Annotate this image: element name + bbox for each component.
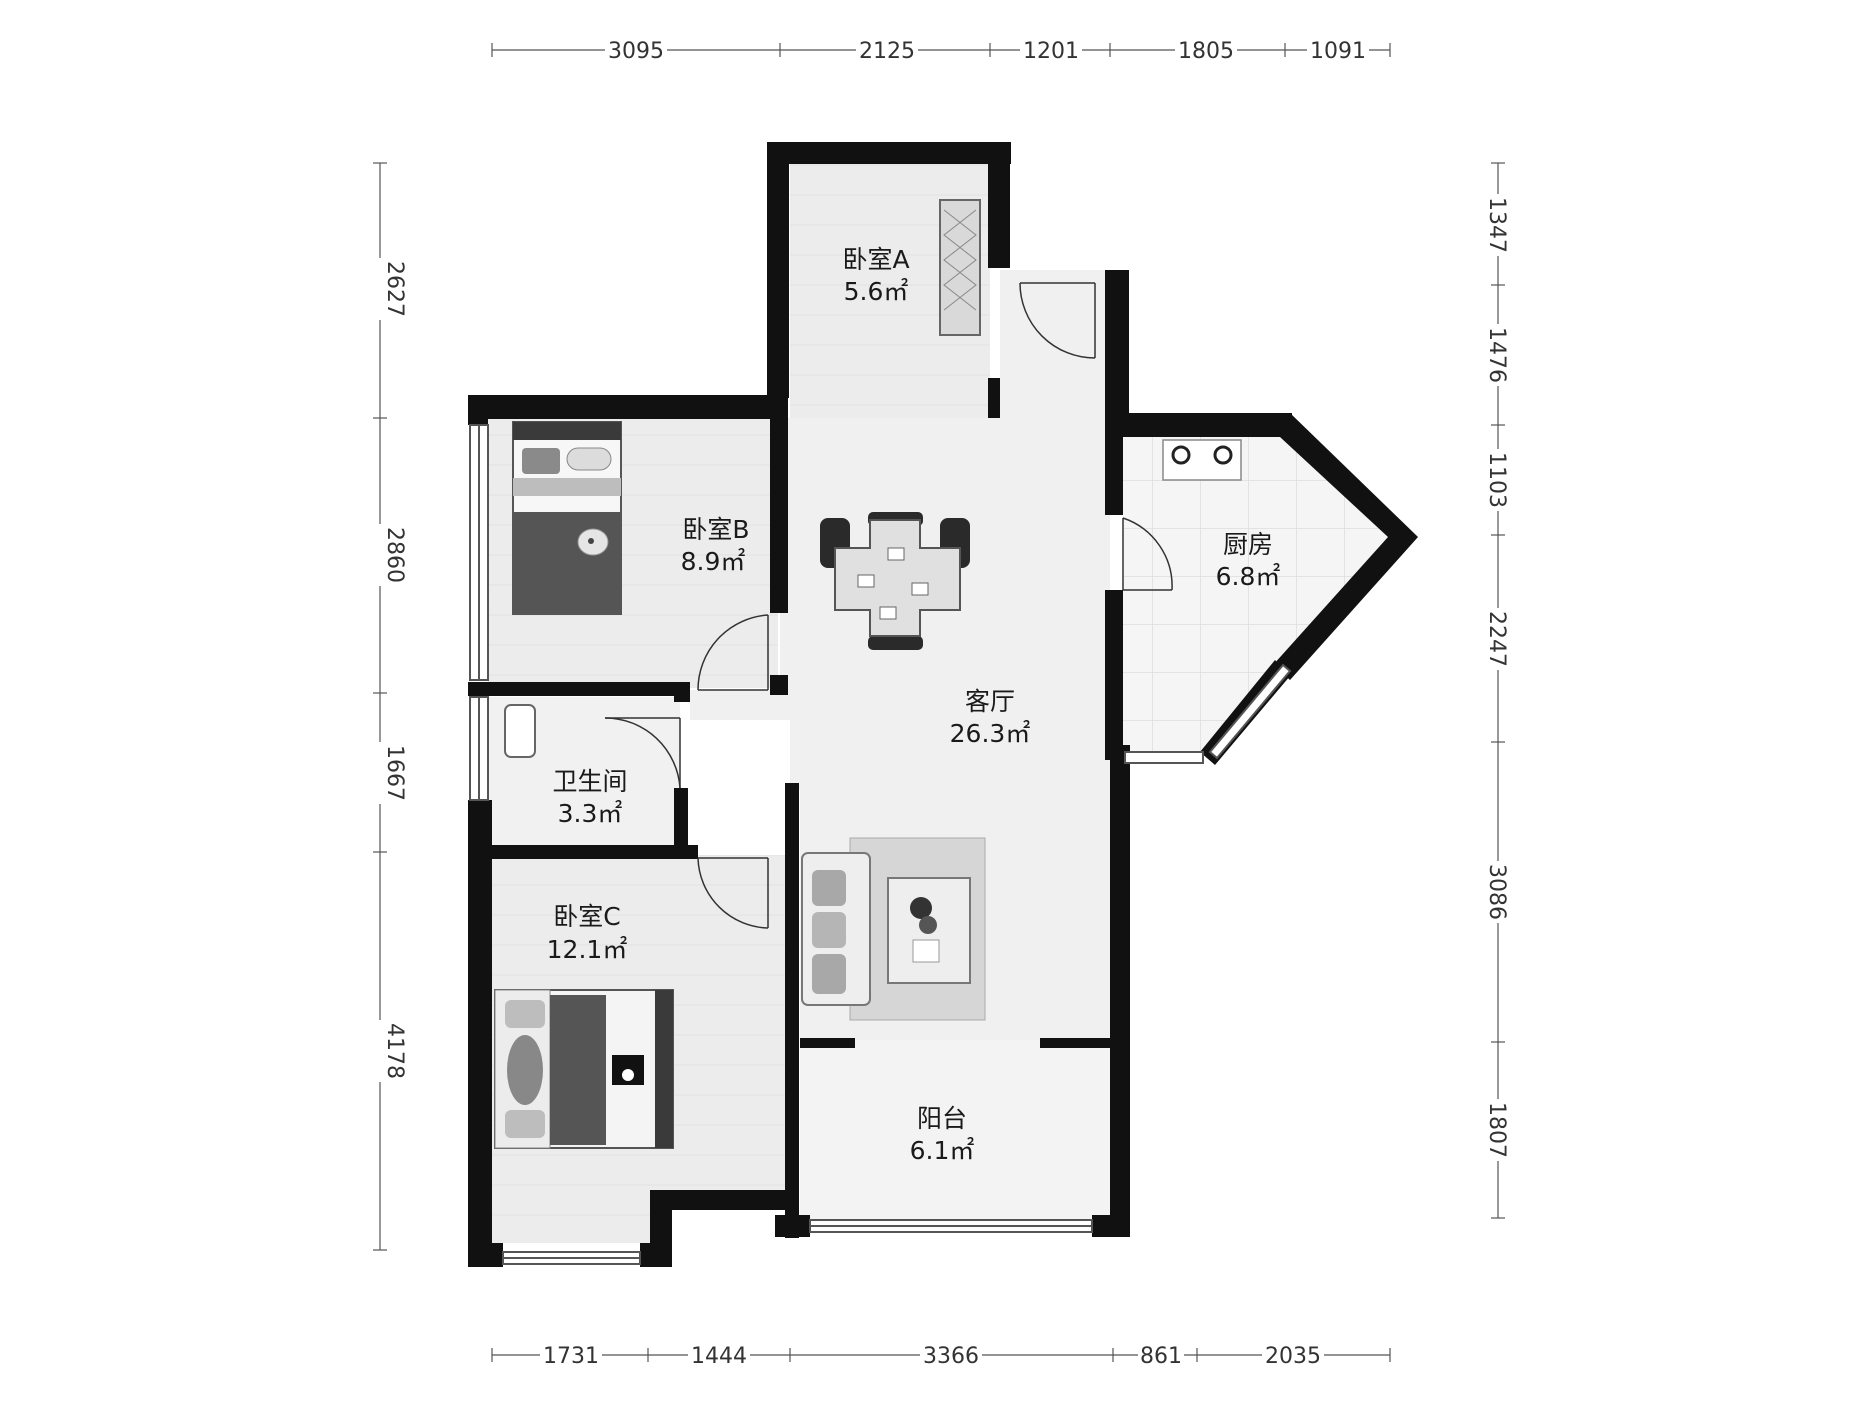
dimension-label: 1807 [1484,1102,1509,1158]
room-area-kitchen: 6.8㎡ [1216,562,1281,591]
dimension-label: 2035 [1265,1344,1321,1369]
wall [468,682,690,696]
door-bedroom-b[interactable] [697,614,769,691]
wall [1040,1038,1110,1048]
dimension-bottom-labels: 1731 1444 3366 861 2035 [540,1341,1324,1369]
bathtub-icon [504,704,536,758]
dimension-label: 3366 [923,1344,979,1369]
dimension-label: 2247 [1484,611,1509,667]
room-name-living: 客厅 [965,687,1015,716]
dimension-label: 1731 [543,1344,599,1369]
dimension-label: 3095 [608,39,664,64]
dimension-label: 1091 [1310,39,1366,64]
wall [468,395,488,425]
wall [770,675,788,695]
wall [1105,435,1123,515]
dimension-label: 1347 [1484,197,1509,253]
door-kitchen[interactable] [1122,517,1173,591]
doors [604,282,1173,929]
room-area-bedroom-b: 8.9㎡ [681,547,746,576]
dimension-label: 861 [1140,1344,1182,1369]
stove-icon [1162,439,1242,481]
dimension-label: 1201 [1023,39,1079,64]
dimension-label: 2125 [859,39,915,64]
wall [775,1215,810,1237]
wall [800,1038,855,1048]
dimension-right [1491,162,1505,1219]
door-bedroom-a[interactable] [1019,282,1096,359]
window [1208,663,1292,760]
dimension-right-labels: 1347 1476 1103 2247 3086 1807 [1484,194,1512,1161]
room-area-bedroom-a: 5.6㎡ [844,277,909,306]
room-labels: 卧室A 5.6㎡ 卧室B 8.9㎡ 厨房 6.8㎡ 客厅 26.3㎡ 卫生间 3… [547,245,1281,1165]
wall [468,800,492,1265]
wall [1120,413,1292,437]
dimension-left-labels: 2627 2860 1667 4178 [366,258,407,1082]
dimension-label: 3086 [1484,864,1509,920]
wall [785,855,799,863]
room-name-balcony: 阳台 [917,1104,967,1133]
floor-living-room [690,270,1110,1040]
room-area-balcony: 6.1㎡ [910,1136,975,1165]
wall [1110,745,1130,1237]
wall [1273,413,1418,680]
dimension-label: 1476 [1484,327,1509,383]
wall [988,378,1000,418]
wall [650,1190,798,1210]
wall [785,783,799,1238]
room-name-bedroom-b: 卧室B [682,515,749,544]
dimension-label: 4178 [382,1023,407,1079]
wall [468,1243,503,1267]
wall [674,788,688,850]
door-bedroom-c[interactable] [697,857,769,929]
room-name-bedroom-c: 卧室C [553,902,620,931]
dimension-top-labels: 3095 2125 1201 1805 1091 [605,36,1369,64]
single-bed-icon [512,421,622,615]
wall [1105,590,1123,760]
dimension-label: 2627 [382,261,407,317]
room-area-bedroom-c: 12.1㎡ [547,935,628,964]
windows [469,424,1292,1265]
wall [468,395,788,419]
floor-kitchen [1123,435,1392,752]
door-bathroom[interactable] [604,717,681,789]
wardrobe [939,199,981,336]
dining-table-icon [820,512,970,650]
sofa-set-icon [801,837,986,1021]
wall [767,142,1011,164]
dimension-left [373,162,387,1251]
room-area-living: 26.3㎡ [950,719,1031,748]
wall [468,845,698,859]
wall [1105,270,1129,435]
room-area-bathroom: 3.3㎡ [558,799,623,828]
dimension-label: 1444 [691,1344,747,1369]
room-name-kitchen: 厨房 [1223,530,1273,559]
double-bed-icon [494,989,674,1149]
wall [988,142,1010,268]
wall [770,418,788,613]
dimension-label: 1103 [1484,452,1509,508]
wall [767,142,789,398]
floor-balcony [800,1040,1110,1220]
dimension-label: 2860 [382,527,407,583]
room-name-bedroom-a: 卧室A [842,245,909,274]
wall [1110,745,1125,767]
dimension-label: 1805 [1178,39,1234,64]
room-name-bathroom: 卫生间 [552,767,627,796]
window [1124,751,1204,764]
dimension-label: 1667 [382,745,407,801]
wall [674,682,690,702]
